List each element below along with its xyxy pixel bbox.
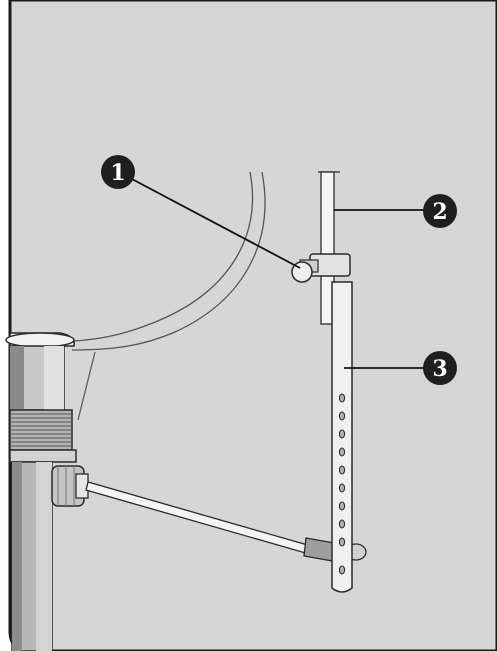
strap-hole	[338, 447, 346, 457]
basin-outline-inner	[71, 171, 266, 351]
strap-hole	[338, 519, 346, 529]
panel	[8, 0, 497, 651]
strap-hole	[338, 429, 346, 439]
strap-hole	[338, 501, 346, 511]
leader-line-1	[129, 177, 301, 269]
strap-hole	[338, 565, 346, 575]
callout-2: 2	[423, 194, 457, 228]
clevis-strap-holes	[338, 393, 346, 575]
callout-3-label: 3	[432, 356, 447, 382]
clevis-strap	[331, 281, 353, 593]
lift-rod	[318, 171, 340, 325]
callout-1: 1	[101, 155, 135, 189]
strap-hole	[338, 411, 346, 421]
callout-2-label: 2	[432, 199, 447, 225]
drain-body	[5, 332, 89, 651]
callout-1-label: 1	[110, 160, 125, 186]
strap-hole	[338, 393, 346, 403]
strap-hole	[338, 483, 346, 493]
callout-3: 3	[423, 351, 457, 385]
basin-outline-outer	[59, 171, 254, 343]
strap-hole	[338, 465, 346, 475]
strap-hole	[338, 537, 346, 547]
basin-shoulder-line	[77, 351, 96, 421]
